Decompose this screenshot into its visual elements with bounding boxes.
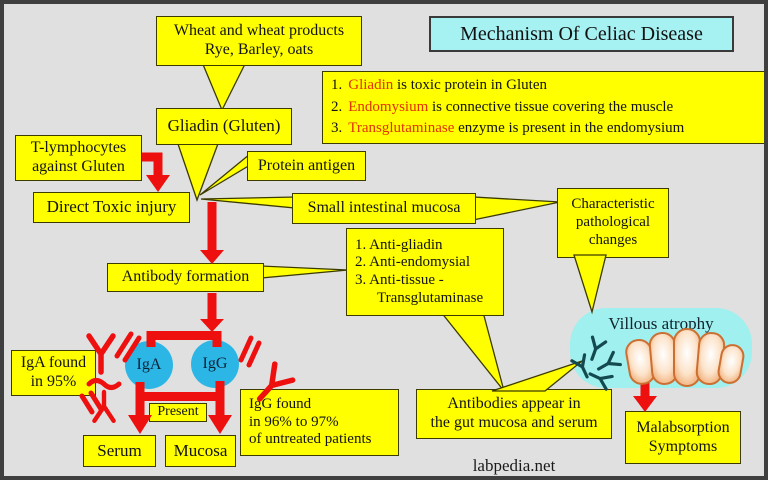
malabsorption-line1: Malabsorption	[636, 418, 730, 436]
info-keyword: Transglutaminase	[348, 120, 455, 137]
appear-line2: the gut mucosa and serum	[430, 414, 598, 431]
info-item: 2. Endomysium is connective tissue coveri…	[331, 97, 673, 119]
small-intestinal-mucosa-label: Small intestinal mucosa	[307, 199, 461, 217]
tlymph-line2: against Gluten	[32, 158, 125, 175]
mucosa-box: Mucosa	[165, 435, 236, 467]
info-item: 3. Transglutaminase enzyme is present in …	[331, 118, 684, 140]
wheat-box: Wheat and wheat products Rye, Barley, oa…	[156, 16, 362, 66]
villous-atrophy-blob: Villous atrophy	[570, 308, 752, 388]
anti-list-line1: 1. Anti-gliadin	[355, 236, 443, 253]
antibody-fragment-icon	[238, 335, 262, 368]
protein-antigen-box: Protein antigen	[247, 151, 366, 181]
from-antibody-formation-arrowhead	[200, 319, 224, 332]
info-box: 1. Gliadin is toxic protein in Gluten 2. E…	[322, 71, 764, 144]
anti-list-line4: Transglutaminase	[377, 289, 484, 306]
iga-label: IgA	[136, 356, 162, 373]
serum-label: Serum	[97, 440, 142, 460]
tlymph-arrowhead	[146, 175, 170, 192]
watermark: labpedia.net	[472, 456, 556, 475]
present-box: Present	[149, 403, 207, 422]
info-rest: is connective tissue covering the muscle	[428, 98, 674, 115]
antibody-formation-callout	[260, 265, 349, 279]
t-lymphocytes-box: T-lymphocytes against Gluten	[15, 135, 142, 181]
anti-list-line2: 2. Anti-endomysial	[355, 254, 470, 271]
title-box: Mechanism Of Celiac Disease	[429, 16, 734, 52]
info-item: 1. Gliadin is toxic protein in Gluten	[331, 75, 547, 97]
info-num: 1.	[331, 76, 343, 93]
small-intestinal-mucosa-box: Small intestinal mucosa	[292, 193, 476, 224]
info-keyword: Endomysium	[348, 98, 429, 115]
iga-found-line2: in 95%	[30, 373, 77, 390]
gliadin-box: Gliadin (Gluten)	[156, 108, 292, 145]
protein-antigen-callout	[199, 152, 251, 196]
anti-list-line3: 3. Anti-tissue -	[355, 272, 444, 288]
igg-node: IgG	[191, 340, 239, 388]
igg-found-box: IgG found in 96% to 97% of untreated pat…	[240, 389, 399, 456]
mucosa-label: Mucosa	[173, 440, 228, 460]
igg-found-line1: IgG found	[249, 395, 312, 412]
appear-callout	[491, 360, 583, 392]
tlymph-line1: T-lymphocytes	[30, 139, 127, 157]
page-title: Mechanism Of Celiac Disease	[460, 22, 703, 45]
wheat-callout	[201, 61, 248, 112]
serum-box: Serum	[83, 435, 156, 467]
igg-label: IgG	[202, 355, 228, 372]
small-intestinal-right-callout	[472, 196, 561, 221]
tlymph-arrow	[142, 152, 163, 176]
gliadin-label: Gliadin (Gluten)	[167, 116, 281, 136]
protein-antigen-label: Protein antigen	[257, 156, 356, 174]
igg-found-line2: in 96% to 97%	[249, 413, 339, 430]
malabsorption-line2: Symptoms	[648, 437, 718, 455]
iga-node: IgA	[125, 341, 173, 389]
characteristic-line2: pathological	[575, 214, 651, 231]
villous-atrophy-label: Villous atrophy	[608, 314, 714, 333]
wheat-line2: Rye, Barley, oats	[204, 41, 314, 58]
igg-found-line3: of untreated patients	[249, 431, 372, 448]
characteristic-line3: changes	[588, 231, 638, 248]
anti-list-box: 1. Anti-gliadin 2. Anti-endomysial 3. An…	[346, 228, 504, 316]
direct-toxic-injury-label: Direct Toxic injury	[46, 197, 177, 217]
info-rest: enzyme is present in the endomysium	[454, 120, 685, 137]
mucosa-arrowhead	[208, 415, 232, 434]
malabsorption-box: Malabsorption Symptoms	[625, 411, 741, 464]
present-label: Present	[157, 404, 199, 420]
info-num: 3.	[331, 120, 343, 137]
antibody-icon	[94, 392, 113, 421]
wheat-line1: Wheat and wheat products	[173, 22, 345, 40]
iga-found-line1: IgA found	[20, 354, 87, 372]
iga-found-box: IgA found in 95%	[11, 350, 96, 396]
characteristic-callout	[573, 254, 607, 315]
characteristic-line1: Characteristic	[571, 196, 655, 213]
info-num: 2.	[331, 98, 343, 115]
malabsorption-arrowhead	[633, 396, 657, 412]
info-keyword: Gliadin	[348, 76, 394, 93]
antibody-formation-box: Antibody formation	[107, 263, 264, 292]
antibody-formation-label: Antibody formation	[121, 268, 250, 286]
characteristic-changes-box: Characteristic pathological changes	[557, 188, 669, 258]
direct-toxic-injury-box: Direct Toxic injury	[33, 192, 190, 223]
info-rest: is toxic protein in Gluten	[393, 76, 547, 93]
to-antibody-formation-arrowhead	[200, 250, 224, 264]
small-intestinal-left-callout	[200, 196, 296, 209]
antibodies-appear-box: Antibodies appear in the gut mucosa and …	[416, 389, 612, 439]
appear-line1: Antibodies appear in	[447, 395, 581, 413]
anti-list-callout	[439, 311, 505, 392]
